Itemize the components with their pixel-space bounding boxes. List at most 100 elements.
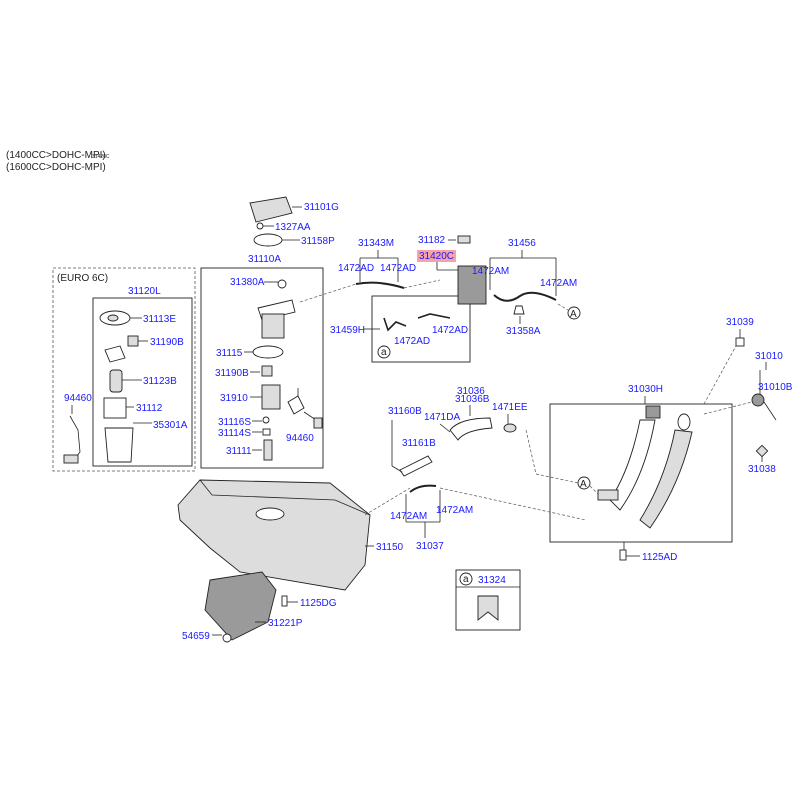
part-31182[interactable]: 31182	[418, 235, 446, 246]
part-31115[interactable]: 31115	[216, 348, 243, 359]
clip-31190B-euro[interactable]	[127, 335, 139, 347]
pump-flange-port	[107, 314, 119, 322]
part-1125AD[interactable]: 1125AD	[642, 552, 677, 563]
filler-neck-ring	[677, 413, 691, 431]
part-54659[interactable]: 54659	[182, 631, 210, 642]
nut-54659[interactable]	[222, 633, 232, 643]
part-31116S[interactable]: 31116S	[218, 417, 251, 428]
screw-1327AA[interactable]	[256, 222, 264, 230]
part-31456[interactable]: 31456	[508, 238, 536, 249]
part-94460-euro[interactable]: 94460	[64, 393, 92, 404]
part-31114S[interactable]: 31114S	[218, 428, 251, 439]
part-1472AD-1[interactable]: 1472AD	[338, 263, 374, 274]
part-31110A[interactable]: 31110A	[248, 254, 281, 265]
pump-body[interactable]	[261, 313, 285, 339]
part-31910[interactable]: 31910	[220, 393, 248, 404]
part-31324[interactable]: 31324	[478, 575, 506, 586]
part-31010[interactable]: 31010	[755, 351, 783, 362]
canister-31420C[interactable]	[457, 265, 487, 305]
part-31101G[interactable]: 31101G	[304, 202, 339, 213]
part-1471EE[interactable]: 1471EE	[492, 402, 528, 413]
part-31030H[interactable]: 31030H	[628, 384, 663, 395]
part-31161B[interactable]: 31161B	[402, 438, 436, 449]
part-31459H[interactable]: 31459H	[330, 325, 365, 336]
hose-31456[interactable]	[493, 291, 557, 302]
filler-pipe-1[interactable]	[609, 419, 656, 511]
sender-94460[interactable]	[287, 395, 305, 415]
part-31150[interactable]: 31150	[376, 542, 404, 553]
tank-opening	[255, 507, 285, 521]
part-31420C[interactable]: 31420C	[419, 251, 454, 262]
hose-31036[interactable]	[449, 417, 493, 441]
hose-31160B[interactable]	[399, 455, 433, 477]
part-31112[interactable]: 31112	[136, 403, 163, 414]
part-31343M[interactable]: 31343M	[358, 238, 394, 249]
sender-float-euro[interactable]	[63, 454, 79, 464]
seal-31114S[interactable]	[262, 428, 271, 436]
callout-a-1	[377, 345, 391, 359]
clip-31324[interactable]	[477, 595, 499, 621]
bolt-31039[interactable]	[735, 337, 745, 347]
clip-31038[interactable]	[755, 444, 769, 458]
callout-a-1-text: a	[381, 347, 387, 358]
part-1472AM-3[interactable]: 1472AM	[390, 511, 427, 522]
part-35301A[interactable]: 35301A	[153, 420, 188, 431]
part-31037[interactable]: 31037	[416, 541, 444, 552]
clip-31358A[interactable]	[513, 305, 525, 315]
hose-31037[interactable]	[409, 484, 437, 493]
oring-31116S[interactable]	[262, 416, 270, 424]
part-31160B[interactable]: 31160B	[388, 406, 422, 417]
cap-31182[interactable]	[457, 235, 471, 244]
fuel-pump-31111[interactable]	[263, 439, 273, 461]
sender-unit-31910[interactable]	[261, 384, 281, 410]
part-31123B[interactable]: 31123B	[143, 376, 177, 387]
part-1472AM-4[interactable]: 1472AM	[436, 505, 473, 516]
part-94460[interactable]: 94460	[286, 433, 314, 444]
clamp-1471EE[interactable]	[503, 423, 517, 433]
heat-shield-31221P[interactable]	[204, 571, 277, 641]
part-1327AA[interactable]: 1327AA	[275, 222, 311, 233]
part-31158P[interactable]: 31158P	[301, 236, 335, 247]
service-cover-31101G[interactable]	[249, 196, 293, 223]
filter-31112[interactable]	[103, 397, 127, 419]
clip-31190B[interactable]	[261, 365, 273, 377]
part-1472AD-3[interactable]: 1472AD	[394, 336, 430, 347]
part-31010B[interactable]: 31010B	[758, 382, 793, 393]
bolt-1125AD[interactable]	[619, 549, 627, 561]
part-31113E[interactable]: 31113E	[143, 314, 176, 325]
euro6c-group-box	[52, 267, 196, 472]
reservoir-euro[interactable]	[104, 427, 134, 463]
header-overlay-text: 31420C	[92, 154, 110, 160]
part-31358A[interactable]: 31358A	[506, 326, 541, 337]
part-31190B-euro[interactable]: 31190B	[150, 337, 184, 348]
part-31380A[interactable]: 31380A	[230, 277, 265, 288]
gasket-31158P[interactable]	[253, 233, 283, 247]
part-1472AD-2[interactable]: 1472AD	[380, 263, 416, 274]
pump-31123B[interactable]	[109, 369, 123, 393]
filler-neck-box	[549, 403, 733, 543]
part-1125DG[interactable]: 1125DG	[300, 598, 337, 609]
part-31036B[interactable]: 31036B	[455, 394, 490, 405]
hose-31459H[interactable]	[383, 317, 407, 332]
valve-31380A[interactable]	[277, 279, 287, 289]
part-31039[interactable]: 31039	[726, 317, 754, 328]
part-31120L[interactable]: 31120L	[128, 286, 161, 297]
bolt-1125DG[interactable]	[281, 595, 288, 607]
part-1471DA[interactable]: 1471DA	[424, 412, 460, 423]
part-31036[interactable]: 31036	[457, 386, 485, 397]
part-1472AD-4[interactable]: 1472AD	[432, 325, 468, 336]
fuel-pump-module-box-euro	[92, 297, 193, 467]
oring-31115[interactable]	[252, 345, 284, 359]
callout-a-2	[459, 572, 473, 586]
part-31111[interactable]: 31111	[226, 446, 252, 457]
fuel-tank[interactable]	[177, 479, 371, 591]
part-1472AM-2[interactable]: 1472AM	[540, 278, 577, 289]
hose-31343M[interactable]	[355, 281, 405, 289]
filler-pipe-2[interactable]	[639, 429, 693, 529]
fuel-cap-31010[interactable]	[751, 393, 765, 407]
part-31038[interactable]: 31038	[748, 464, 776, 475]
part-31190B[interactable]: 31190B	[215, 368, 249, 379]
part-31221P[interactable]: 31221P	[268, 618, 303, 629]
part-1472AM-1[interactable]: 1472AM	[472, 266, 509, 277]
